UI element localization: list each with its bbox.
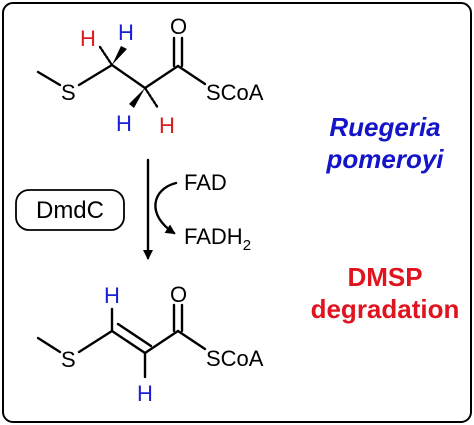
enzyme-label: DmdC: [36, 197, 104, 224]
substrate-s-c-bond: [77, 63, 114, 87]
product-thioester-bond: [176, 329, 207, 351]
substrate-wedge-bond-bottom: [129, 88, 145, 108]
product-s-c-bond: [77, 329, 114, 354]
substrate-sulfur-label: S: [61, 80, 76, 105]
substrate-wedge-bond-top: [112, 46, 127, 65]
substrate-h-top-left: H: [80, 26, 96, 51]
product-methyl-bond: [36, 336, 62, 354]
product-molecule: S O SCoA H H: [36, 282, 264, 406]
substrate-thioester-bond: [176, 64, 207, 86]
substrate-c-carbonyl-bond: [143, 64, 180, 90]
enzyme-box: [15, 189, 125, 231]
product-h-top: H: [104, 283, 120, 308]
product-h-bottom: H: [137, 381, 153, 406]
product-scoa-label: SCoA: [206, 346, 264, 371]
substrate-c-c-bond: [110, 63, 147, 90]
cofactor-fadh2-label: FADH2: [184, 224, 251, 254]
product-c-carbonyl-bond: [143, 329, 180, 355]
substrate-molecule: S O SCoA H H H H: [36, 14, 264, 138]
organism-label-line2: pomeroyi: [325, 144, 444, 174]
product-alkene-bond-b: [116, 322, 153, 348]
cofactor-curved-arrow: [154, 181, 178, 235]
substrate-h-top-right: H: [118, 20, 134, 45]
substrate-oxygen-label: O: [170, 14, 187, 39]
substrate-scoa-label: SCoA: [206, 80, 264, 105]
reaction-arrow-group: FAD FADH2 DmdC: [15, 158, 251, 260]
substrate-h-bottom-left: H: [116, 111, 132, 136]
cofactor-fadh2-subscript: 2: [243, 237, 251, 254]
substrate-hash-bond-bottom: [143, 86, 160, 110]
cofactor-fadh2-main: FADH: [184, 224, 243, 249]
product-oxygen-label: O: [170, 282, 187, 307]
process-label-line2: degradation: [311, 294, 460, 324]
substrate-h-bottom-right: H: [159, 113, 175, 138]
process-label-line1: DMSP: [347, 262, 422, 292]
product-alkene-bond-a: [110, 329, 147, 355]
substrate-methyl-bond: [36, 70, 62, 87]
organism-label-line1: Ruegeria: [329, 112, 440, 142]
cofactor-fad-label: FAD: [184, 170, 227, 195]
product-sulfur-label: S: [61, 347, 76, 372]
substrate-hash-bond-top: [98, 45, 114, 67]
